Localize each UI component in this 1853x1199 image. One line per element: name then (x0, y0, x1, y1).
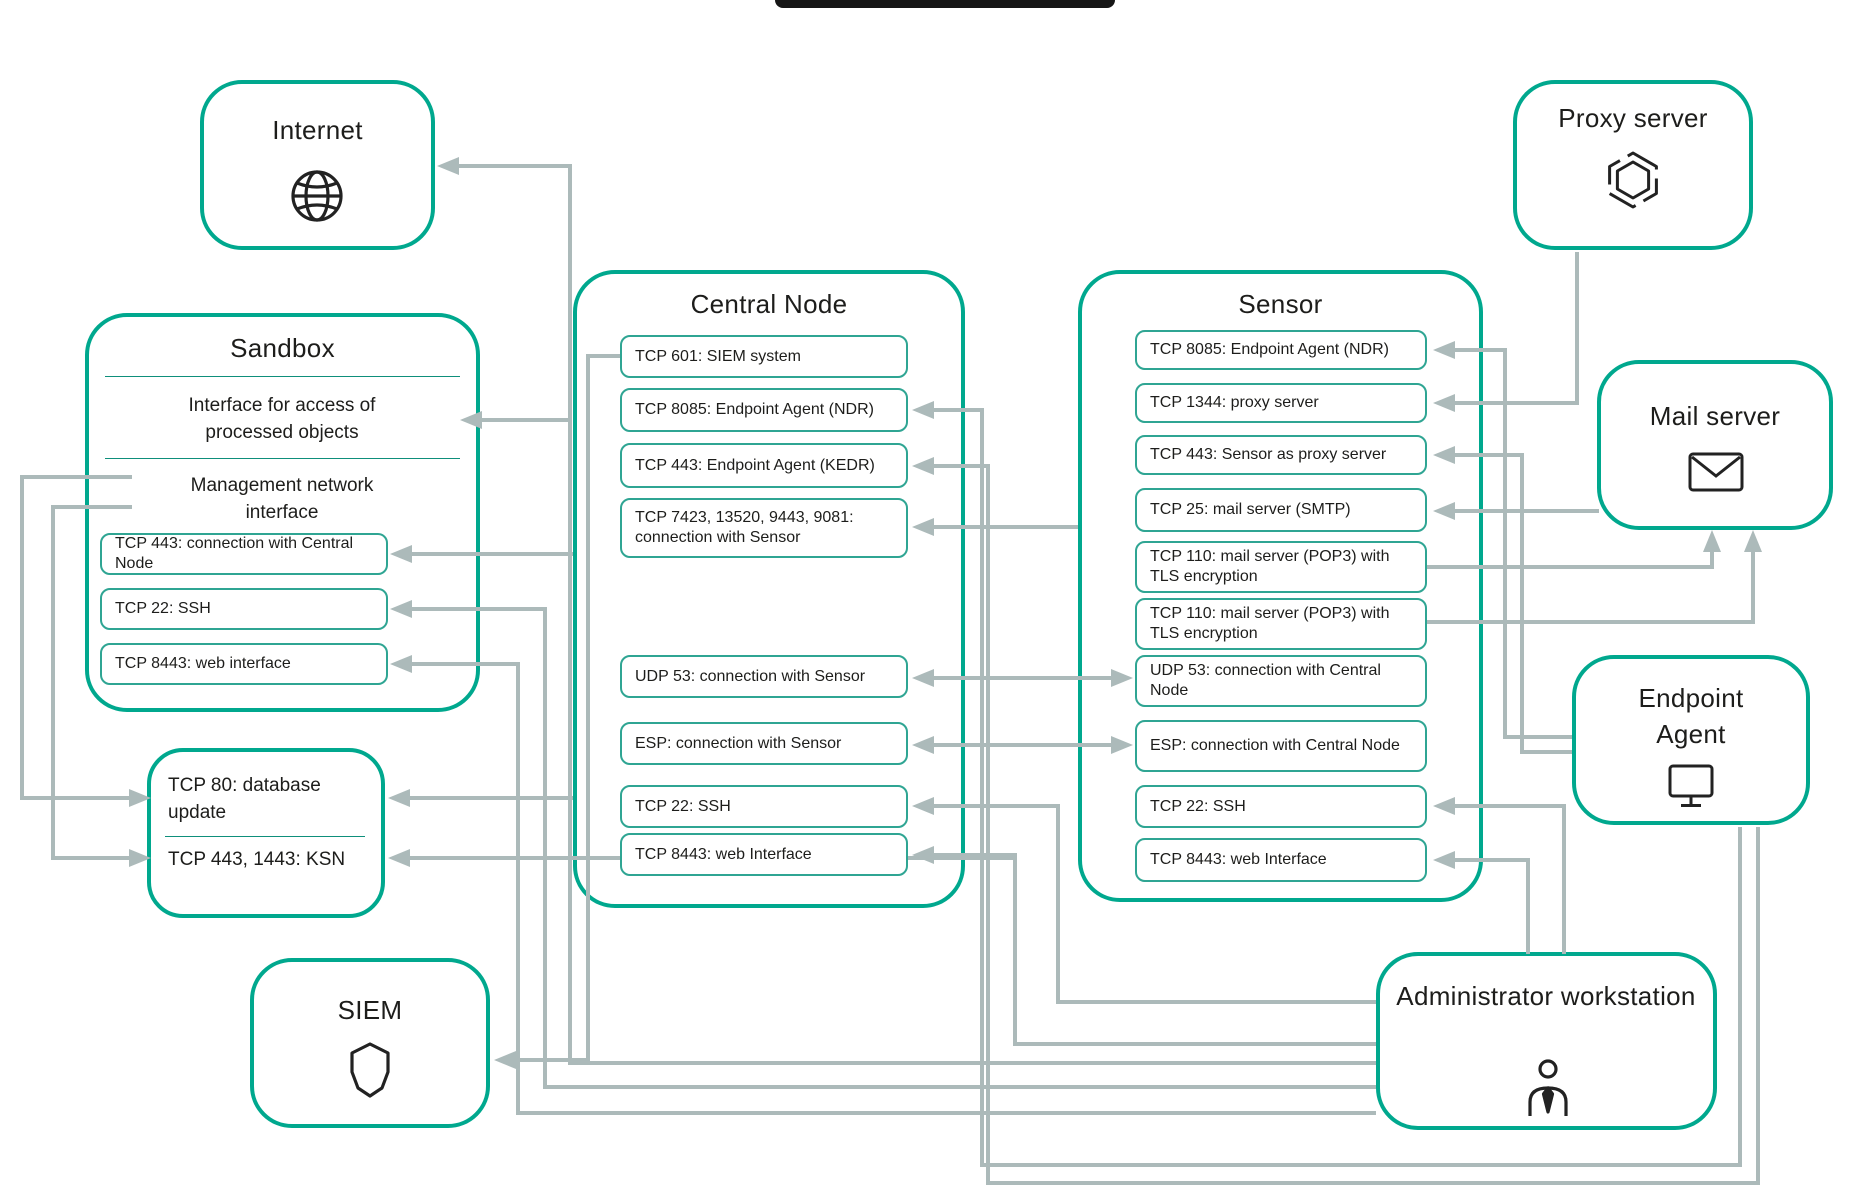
update-server-divider (165, 836, 365, 837)
admin-person-icon (1522, 1058, 1574, 1120)
sensor-port-tcp443-sensor-proxy: TCP 443: Sensor as proxy server (1135, 435, 1427, 475)
central-node-port-udp53-sensor: UDP 53: connection with Sensor (620, 655, 908, 698)
sensor-port-esp-central-node: ESP: connection with Central Node (1135, 720, 1427, 772)
sensor-port-tcp25-smtp: TCP 25: mail server (SMTP) (1135, 488, 1427, 532)
sensor-port-tcp8443-web: TCP 8443: web Interface (1135, 838, 1427, 882)
globe-icon (287, 166, 347, 226)
siem-title: SIEM (337, 995, 403, 1025)
connector-centralnode-database-update (388, 789, 573, 807)
sandbox-interface-section: Interface for access of processed object… (188, 395, 376, 443)
central-node-port-esp-sensor: ESP: connection with Sensor (620, 722, 908, 765)
central-node-port-tcp22-ssh: TCP 22: SSH (620, 785, 908, 828)
sensor-title: Sensor (1238, 289, 1323, 319)
monitor-icon (1666, 762, 1716, 810)
sandbox-management-section: Management network interface (190, 475, 374, 523)
central-node-port-tcp7423-sensor: TCP 7423, 13520, 9443, 9081: connection … (620, 498, 908, 558)
sandbox-port-tcp22-ssh: TCP 22: SSH (100, 588, 388, 630)
endpoint-agent-title: Endpoint Agent (1638, 683, 1744, 749)
central-node-port-tcp601-siem: TCP 601: SIEM system (620, 335, 908, 378)
top-window-fragment (775, 0, 1115, 8)
sensor-port-tcp1344-proxy: TCP 1344: proxy server (1135, 383, 1427, 423)
admin-workstation-title: Administrator workstation (1396, 981, 1696, 1011)
proxy-hexagon-icon (1603, 150, 1663, 210)
sensor-port-tcp110-pop3-2: TCP 110: mail server (POP3) with TLS enc… (1135, 598, 1427, 650)
central-node-port-tcp8443-web: TCP 8443: web Interface (620, 833, 908, 876)
sandbox-title: Sandbox (230, 333, 335, 363)
sensor-port-udp53-central-node: UDP 53: connection with Central Node (1135, 655, 1427, 707)
central-node-title: Central Node (690, 289, 848, 319)
node-internet (200, 80, 435, 250)
mail-envelope-icon (1687, 450, 1745, 494)
proxy-server-title: Proxy server (1558, 103, 1708, 133)
node-mail-server (1597, 360, 1833, 530)
sensor-port-tcp110-pop3-1: TCP 110: mail server (POP3) with TLS enc… (1135, 541, 1427, 593)
update-server-row-database: TCP 80: database update (168, 775, 321, 823)
mail-server-title: Mail server (1649, 401, 1781, 431)
sandbox-port-tcp8443-web: TCP 8443: web interface (100, 643, 388, 685)
central-node-port-tcp443-kedr: TCP 443: Endpoint Agent (KEDR) (620, 443, 908, 488)
node-update-server (147, 748, 385, 918)
central-node-port-tcp8085-ndr: TCP 8085: Endpoint Agent (NDR) (620, 388, 908, 432)
sensor-port-tcp8085-ndr: TCP 8085: Endpoint Agent (NDR) (1135, 330, 1427, 370)
sandbox-port-tcp443-central-node: TCP 443: connection with Central Node (100, 533, 388, 575)
update-server-row-ksn: TCP 443, 1443: KSN (168, 849, 346, 870)
internet-title: Internet (272, 115, 363, 145)
shield-icon (344, 1040, 396, 1100)
sensor-port-tcp22-ssh: TCP 22: SSH (1135, 785, 1427, 828)
sandbox-divider-2 (105, 458, 460, 459)
sandbox-divider-1 (105, 376, 460, 377)
node-proxy-server (1513, 80, 1753, 250)
